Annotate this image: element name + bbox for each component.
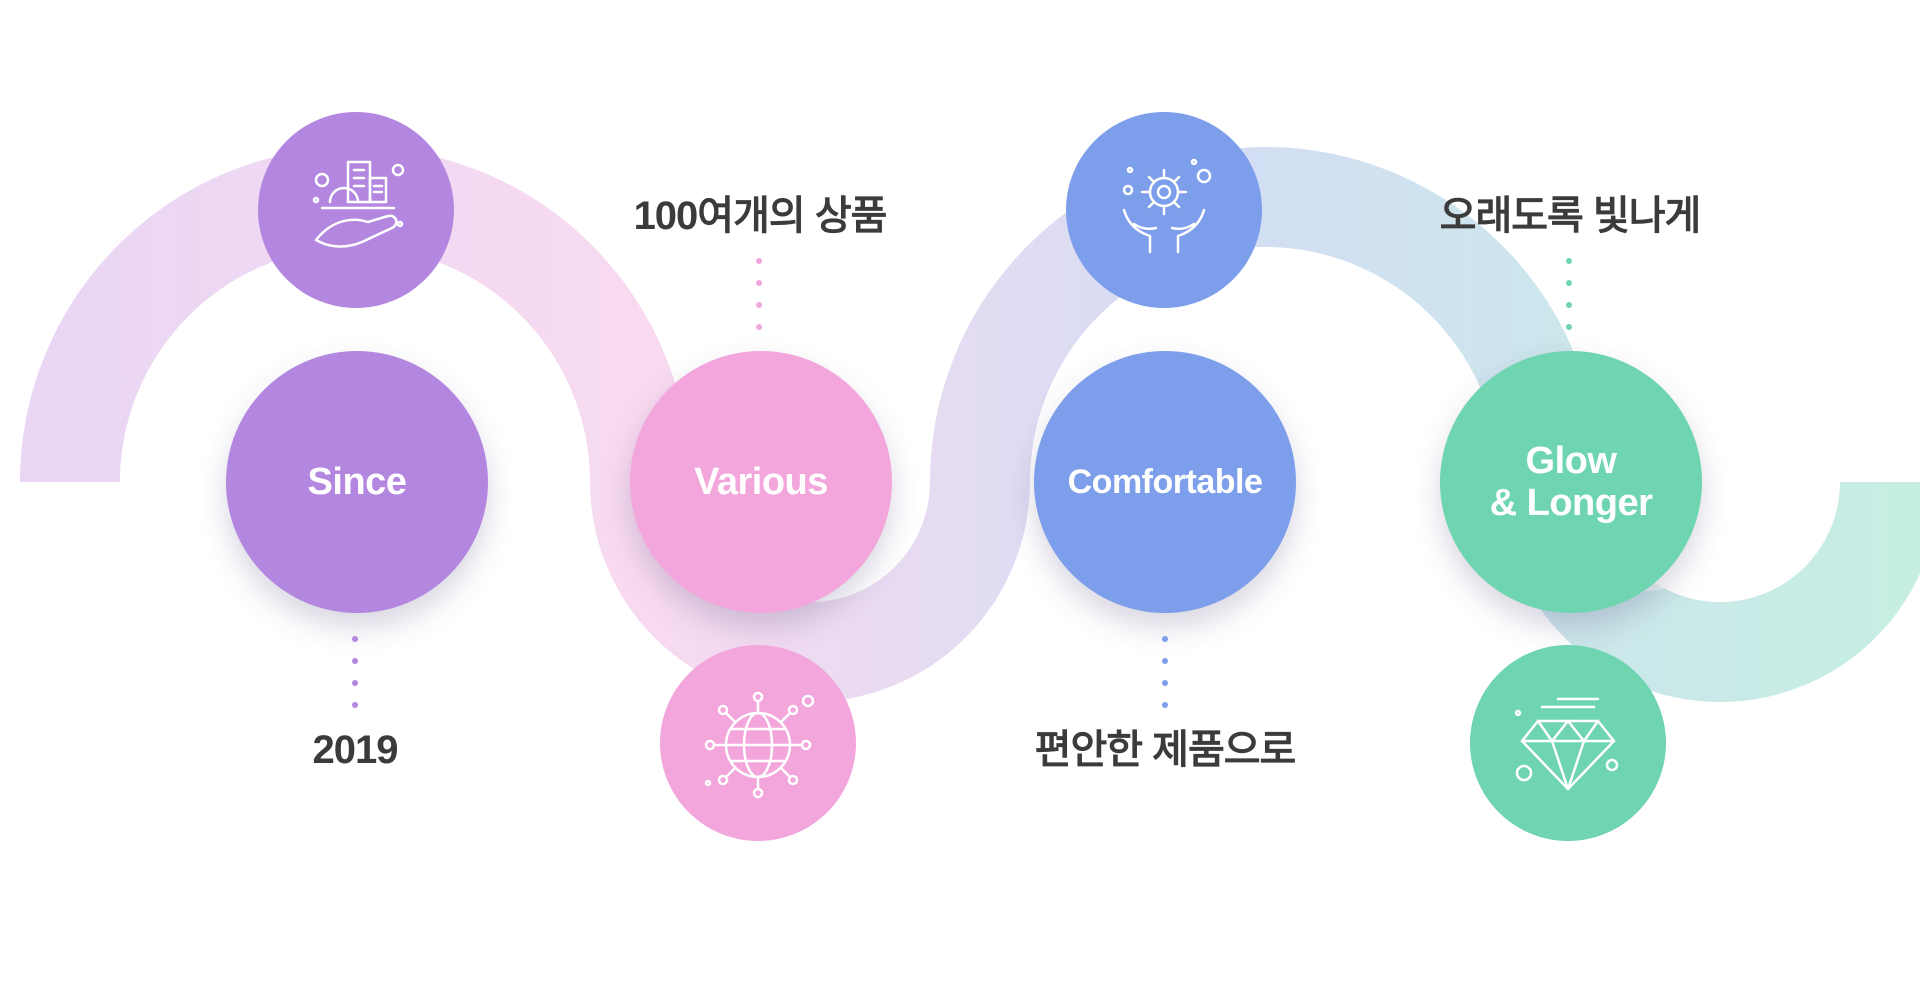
since-connector-dots	[351, 636, 359, 708]
hands-gear-icon	[1122, 158, 1212, 254]
glow-icon-circle	[1470, 645, 1666, 841]
since-circle: Since	[226, 351, 488, 613]
comfortable-icon-circle	[1066, 112, 1262, 308]
comfortable-label: Comfortable	[1067, 463, 1263, 501]
diamond-icon	[1514, 697, 1619, 791]
dot	[756, 258, 762, 264]
dot	[1566, 258, 1572, 264]
dot	[1162, 680, 1168, 686]
comfortable-connector-dots	[1161, 636, 1169, 708]
dot	[1566, 280, 1572, 286]
glow-label: Glow & Longer	[1489, 440, 1653, 524]
dot	[352, 680, 358, 686]
dot	[352, 658, 358, 664]
dot	[756, 280, 762, 286]
various-circle: Various	[630, 351, 892, 613]
various-label: Various	[694, 461, 828, 503]
hand-buildings-icon	[312, 160, 405, 248]
dot	[1566, 324, 1572, 330]
dot	[1162, 658, 1168, 664]
dot	[756, 302, 762, 308]
since-caption: 2019	[312, 728, 399, 772]
globe-network-icon	[704, 691, 815, 799]
dot	[1566, 302, 1572, 308]
dot	[1162, 702, 1168, 708]
since-icon-circle	[258, 112, 454, 308]
comfortable-circle: Comfortable	[1034, 351, 1296, 613]
various-icon-circle	[660, 645, 856, 841]
various-caption: 100여개의 상품	[633, 194, 888, 238]
dot	[1162, 636, 1168, 642]
comfortable-caption: 편안한 제품으로	[1034, 728, 1297, 772]
glow-connector-dots	[1565, 258, 1573, 330]
various-connector-dots	[755, 258, 763, 330]
glow-circle: Glow & Longer	[1440, 351, 1702, 613]
dot	[352, 636, 358, 642]
dot	[756, 324, 762, 330]
dot	[352, 702, 358, 708]
since-label: Since	[307, 461, 407, 503]
glow-caption: 오래도록 빛나게	[1439, 194, 1702, 238]
